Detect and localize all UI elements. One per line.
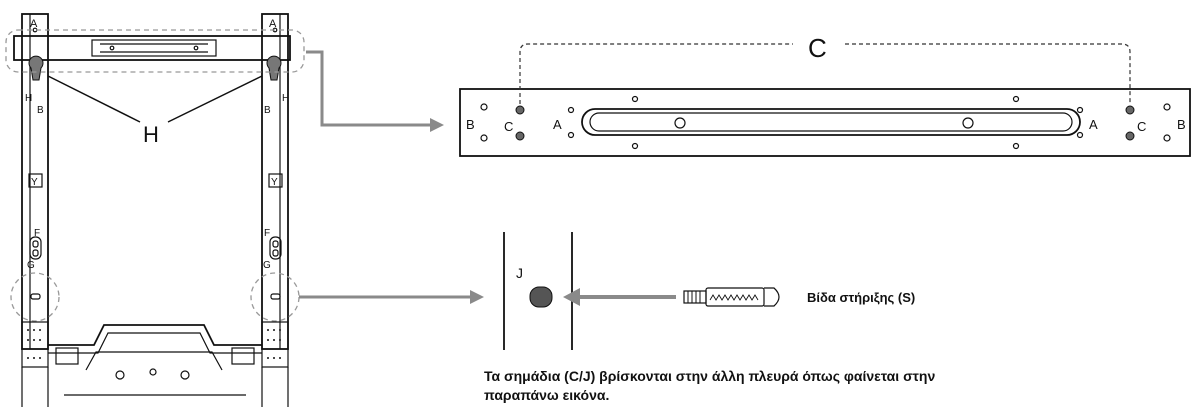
frame-label-b-left: B bbox=[37, 105, 44, 116]
bracket-label-c: C bbox=[808, 33, 827, 63]
frame-label-g-right: G bbox=[263, 260, 271, 271]
left-keyhole bbox=[28, 55, 44, 81]
frame-label-h-left: H bbox=[25, 93, 32, 104]
mounting-plate bbox=[459, 43, 1191, 157]
frame-label-a-left: A bbox=[30, 18, 38, 30]
frame-label-y-left: Y bbox=[31, 177, 38, 188]
plate-label-b-left: B bbox=[466, 117, 475, 132]
bottom-base bbox=[48, 324, 262, 346]
screw-detail bbox=[503, 232, 780, 350]
frame-label-a-right: A bbox=[269, 18, 277, 30]
frame-label-g-left: G bbox=[27, 260, 35, 271]
hole-j bbox=[529, 286, 553, 308]
frame-label-f-left: F bbox=[34, 228, 40, 239]
plate-label-c-right: C bbox=[1137, 119, 1146, 134]
plate-label-c-left: C bbox=[504, 119, 513, 134]
c-marker-left-top bbox=[515, 105, 525, 115]
top-crossbar bbox=[13, 35, 291, 61]
screw-label: Βίδα στήριξης (S) bbox=[807, 290, 915, 305]
left-lower-highlight bbox=[10, 272, 60, 322]
frame-label-y-right: Y bbox=[271, 177, 278, 188]
arrow-to-plate bbox=[306, 50, 432, 127]
frame-label-b-right: B bbox=[264, 105, 271, 116]
callout-label-h: H bbox=[143, 122, 159, 147]
plate-label-b-right: B bbox=[1177, 117, 1186, 132]
left-post bbox=[21, 13, 49, 350]
plate-label-a-left: A bbox=[553, 117, 562, 132]
c-marker-left-bottom bbox=[515, 131, 525, 141]
right-keyhole bbox=[266, 55, 282, 81]
frame-label-f-right: F bbox=[264, 228, 270, 239]
top-highlight bbox=[5, 29, 305, 73]
frame-label-h-right: H bbox=[282, 93, 289, 104]
mounting-frame bbox=[5, 13, 305, 407]
right-lower-highlight bbox=[250, 272, 300, 322]
plate-label-a-right: A bbox=[1089, 117, 1098, 132]
hole-label-j: J bbox=[516, 265, 523, 281]
mounting-screw bbox=[683, 287, 780, 307]
c-marker-right-top bbox=[1125, 105, 1135, 115]
c-marker-right-bottom bbox=[1125, 131, 1135, 141]
note-line-2: παραπάνω εικόνα. bbox=[484, 387, 609, 403]
right-post bbox=[261, 13, 289, 350]
plate-slot bbox=[581, 108, 1081, 136]
note-line-1: Τα σημάδια (C/J) βρίσκονται στην άλλη πλ… bbox=[484, 368, 935, 384]
c-bracket bbox=[519, 43, 1131, 104]
